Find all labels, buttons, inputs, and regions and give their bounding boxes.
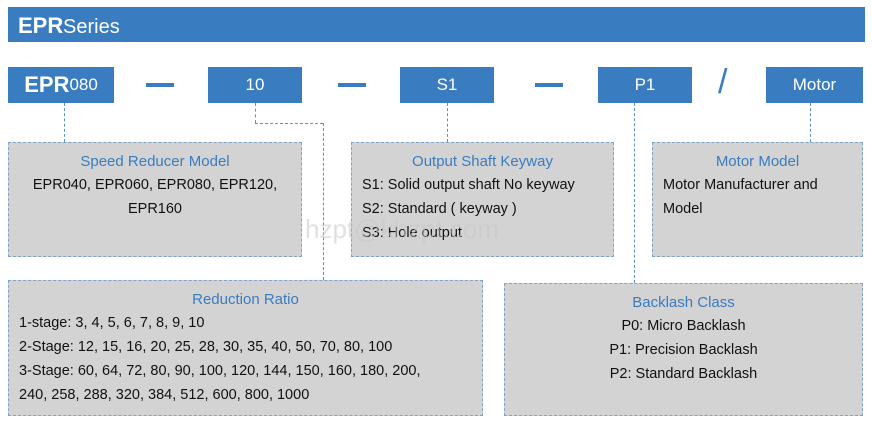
code-shaft-value: S1 [436, 75, 458, 94]
code-backlash: P1 [598, 67, 692, 103]
series-header: EPR Series [8, 7, 865, 42]
connector-line [255, 103, 256, 123]
backlash-class-line: P2: Standard Backlash [609, 366, 758, 382]
motor-model-box: Motor Model Motor Manufacturer and Model [652, 142, 863, 257]
separator-dash [535, 83, 563, 87]
reduction-ratio-title: Reduction Ratio [192, 291, 299, 308]
backlash-class-box: Backlash Class P0: Micro Backlash P1: Pr… [504, 283, 863, 416]
connector-line [634, 103, 635, 283]
series-header-prefix: EPR [18, 13, 64, 38]
motor-model-line: Motor Manufacturer and [663, 177, 818, 193]
speed-reducer-model-line: EPR160 [127, 201, 182, 217]
output-shaft-keyway-title: Output Shaft Keyway [412, 153, 553, 170]
output-shaft-keyway-line: S1: Solid output shaft No keyway [362, 177, 575, 193]
code-motor-value: Motor [792, 75, 837, 94]
motor-model-line: Model [663, 201, 703, 217]
output-shaft-keyway-box: Output Shaft Keyway S1: Solid output sha… [351, 142, 614, 257]
code-motor: Motor [766, 67, 863, 103]
series-header-suffix: Series [63, 16, 120, 38]
code-model-size: 080 [69, 75, 98, 94]
separator-dash [146, 83, 174, 87]
speed-reducer-model-title: Speed Reducer Model [80, 153, 230, 170]
code-ratio-value: 10 [245, 75, 265, 94]
reduction-ratio-line: 2-Stage: 12, 15, 16, 20, 25, 28, 30, 35,… [19, 339, 393, 355]
backlash-class-line: P1: Precision Backlash [609, 342, 758, 358]
speed-reducer-model-line: EPR040, EPR060, EPR080, EPR120, [32, 177, 278, 193]
motor-model-title: Motor Model [715, 153, 800, 170]
connector-line [255, 123, 323, 124]
separator-dash [338, 83, 366, 87]
output-shaft-keyway-line: S3: Hole output [362, 225, 462, 241]
code-model-prefix: EPR [24, 72, 70, 97]
watermark: hzpt@khzpt.com [305, 214, 500, 244]
speed-reducer-model-box: Speed Reducer Model EPR040, EPR060, EPR0… [8, 142, 302, 257]
reduction-ratio-line: 1-stage: 3, 4, 5, 6, 7, 8, 9, 10 [19, 315, 205, 331]
reduction-ratio-box: Reduction Ratio 1-stage: 3, 4, 5, 6, 7, … [8, 280, 483, 416]
backlash-class-title: Backlash Class [632, 294, 735, 311]
code-backlash-value: P1 [634, 75, 656, 94]
connector-line [323, 123, 324, 280]
code-ratio: 10 [208, 67, 302, 103]
backlash-class-line: P0: Micro Backlash [621, 318, 746, 334]
connector-line [810, 103, 811, 142]
separator-slash: / [718, 63, 728, 101]
code-shaft: S1 [400, 67, 494, 103]
reduction-ratio-line: 240, 258, 288, 320, 384, 512, 600, 800, … [19, 387, 310, 403]
connector-line [447, 103, 448, 142]
output-shaft-keyway-line: S2: Standard ( keyway ) [362, 201, 517, 217]
connector-line [64, 103, 65, 142]
reduction-ratio-line: 3-Stage: 60, 64, 72, 80, 90, 100, 120, 1… [19, 363, 421, 379]
